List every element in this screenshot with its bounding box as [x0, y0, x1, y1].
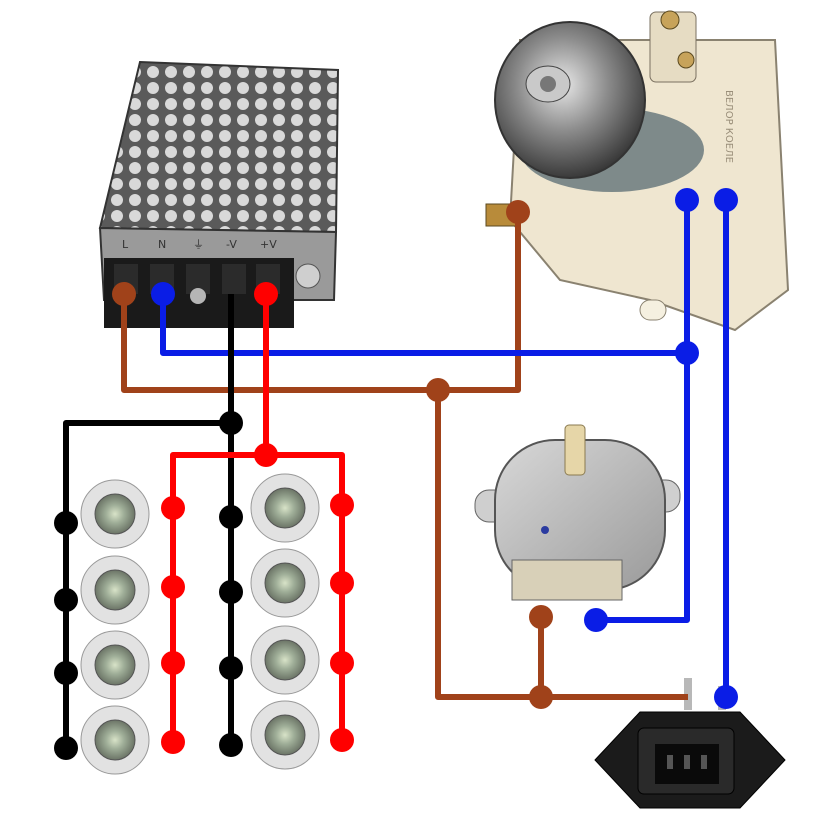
junction-dot	[54, 588, 78, 612]
dc-negative-wire	[63, 294, 234, 748]
terminal-label: -V	[226, 238, 237, 251]
junction-dot	[675, 341, 699, 365]
led	[250, 548, 320, 618]
power-supply-mesh-cover	[98, 60, 340, 234]
junction-dot	[219, 411, 243, 435]
led-array	[80, 473, 320, 775]
junction-dot	[254, 282, 278, 306]
led	[80, 705, 150, 775]
neutral-wire	[160, 294, 687, 356]
led	[250, 700, 320, 770]
motor-shaft	[564, 424, 586, 476]
terminal-screws	[114, 263, 321, 304]
live-wire	[121, 212, 521, 393]
live-wire	[435, 390, 688, 700]
junction-dot	[675, 188, 699, 212]
junction-dot	[54, 661, 78, 685]
junction-dot	[714, 685, 738, 709]
neutral-wire	[596, 200, 690, 623]
junction-dot	[426, 378, 450, 402]
junction-dot	[330, 493, 354, 517]
junction-dot	[54, 511, 78, 535]
led	[80, 555, 150, 625]
motor-connector	[511, 559, 623, 601]
junction-dot	[112, 282, 136, 306]
junction-dot	[219, 733, 243, 757]
junction-dot	[529, 685, 553, 709]
junction-dot	[506, 200, 530, 224]
junction-dot	[219, 580, 243, 604]
led	[250, 625, 320, 695]
junction-dot	[219, 505, 243, 529]
dc-positive-wire	[266, 452, 345, 740]
junction-dot	[254, 443, 278, 467]
terminal-label: +V	[260, 238, 277, 251]
junction-dot	[330, 651, 354, 675]
timer-body-text: ВЕЛОР КОЕЛЕ	[723, 90, 734, 163]
terminal-label: N	[158, 238, 166, 251]
junction-dot	[529, 605, 553, 629]
junction-dot	[584, 608, 608, 632]
led	[250, 473, 320, 543]
junction-dot	[714, 188, 738, 212]
terminal-label: ⏚	[193, 238, 204, 251]
junctions	[54, 188, 738, 760]
junction-dot	[54, 736, 78, 760]
junction-dot	[161, 651, 185, 675]
terminal-label-row: L N ⏚ -V +V	[122, 238, 277, 251]
junction-dot	[330, 571, 354, 595]
wires	[63, 200, 729, 748]
junction-dot	[151, 282, 175, 306]
junction-dot	[330, 728, 354, 752]
turntable-motor	[474, 424, 681, 601]
terminal-label: L	[122, 238, 129, 251]
timer-motor: ВЕЛОР КОЕЛЕ	[485, 10, 790, 332]
junction-dot	[219, 656, 243, 680]
timer-bell	[494, 21, 646, 179]
junction-dot	[161, 575, 185, 599]
iec-power-inlet	[594, 678, 786, 809]
led	[80, 479, 150, 549]
junction-dot	[161, 496, 185, 520]
power-supply: L N ⏚ -V +V	[98, 60, 340, 328]
led	[80, 630, 150, 700]
junction-dot	[161, 730, 185, 754]
